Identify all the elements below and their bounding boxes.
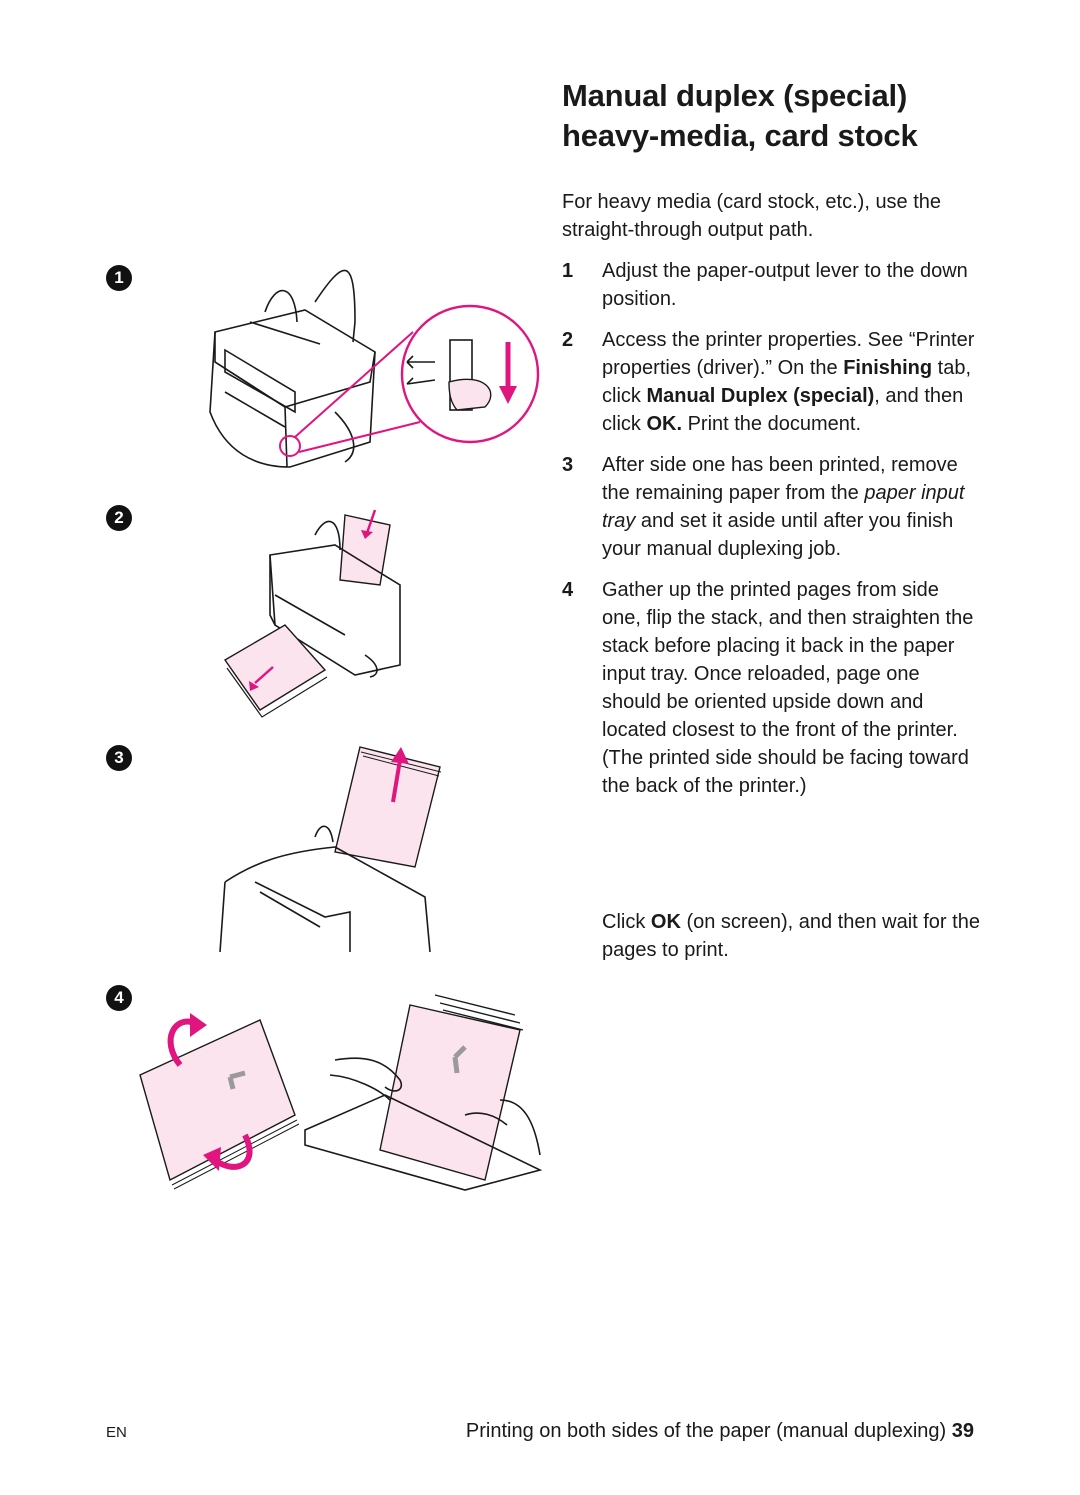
ok-label: OK. [646,413,683,435]
step-text: Adjust the paper-output lever to the dow… [602,260,968,310]
step-text: tab, click [602,357,972,407]
flip-stack-illustration [139,994,543,1191]
step-text: Access the printer properties. See “Prin… [602,329,975,379]
step-2: 2 Access the printer properties. See “Pr… [562,326,982,438]
followup-paragraph: Click OK (on screen), and then wait for … [602,908,992,964]
step-text: , and then click [602,385,964,435]
step-number: 2 [562,329,574,351]
step-text: and set it aside until after you finish … [602,510,954,560]
step-1: 1 Adjust the paper-output lever to the d… [562,257,982,313]
step-number: 4 [562,579,574,601]
figure-badge-2: 2 [106,505,132,531]
step-text: After side one has been printed, remove … [602,454,958,504]
finishing-tab-label: Finishing [843,357,933,379]
figure-badge-4: 4 [106,985,132,1011]
step-number: 3 [562,454,574,476]
intro-paragraph: For heavy media (card stock, etc.), use … [562,191,942,241]
figure-badge-3: 3 [106,745,132,771]
remove-paper-illustration [219,746,442,953]
ok-label: OK [650,911,681,933]
step-text: Gather up the printed pages from side on… [602,579,974,797]
manual-duplex-option-label: Manual Duplex (special) [646,385,875,407]
followup-text: Click [602,911,651,933]
printer-lever-illustration [209,269,540,468]
paper-flow-illustration [223,509,401,718]
title-line-2: heavy-media, card stock [562,118,918,153]
followup-text: (on screen), and then wait for the pages… [602,911,980,961]
step-list: 1 Adjust the paper-output lever to the d… [562,257,982,813]
step-number: 1 [562,260,574,282]
title-line-1: Manual duplex (special) [562,78,908,113]
page-number: 39 [951,1420,974,1442]
step-4: 4 Gather up the printed pages from side … [562,576,982,800]
paper-input-tray-term: paper input tray [602,482,965,532]
page-title: Manual duplex (special) heavy-media, car… [562,76,1022,156]
step-3: 3 After side one has been printed, remov… [562,451,982,563]
footer-section-title: Printing on both sides of the paper (man… [465,1420,947,1442]
footer-language-code: EN [106,1424,127,1441]
figure-badge-1: 1 [106,265,132,291]
footer-section: Printing on both sides of the paper (man… [466,1420,974,1443]
step-text: Print the document. [682,413,861,435]
